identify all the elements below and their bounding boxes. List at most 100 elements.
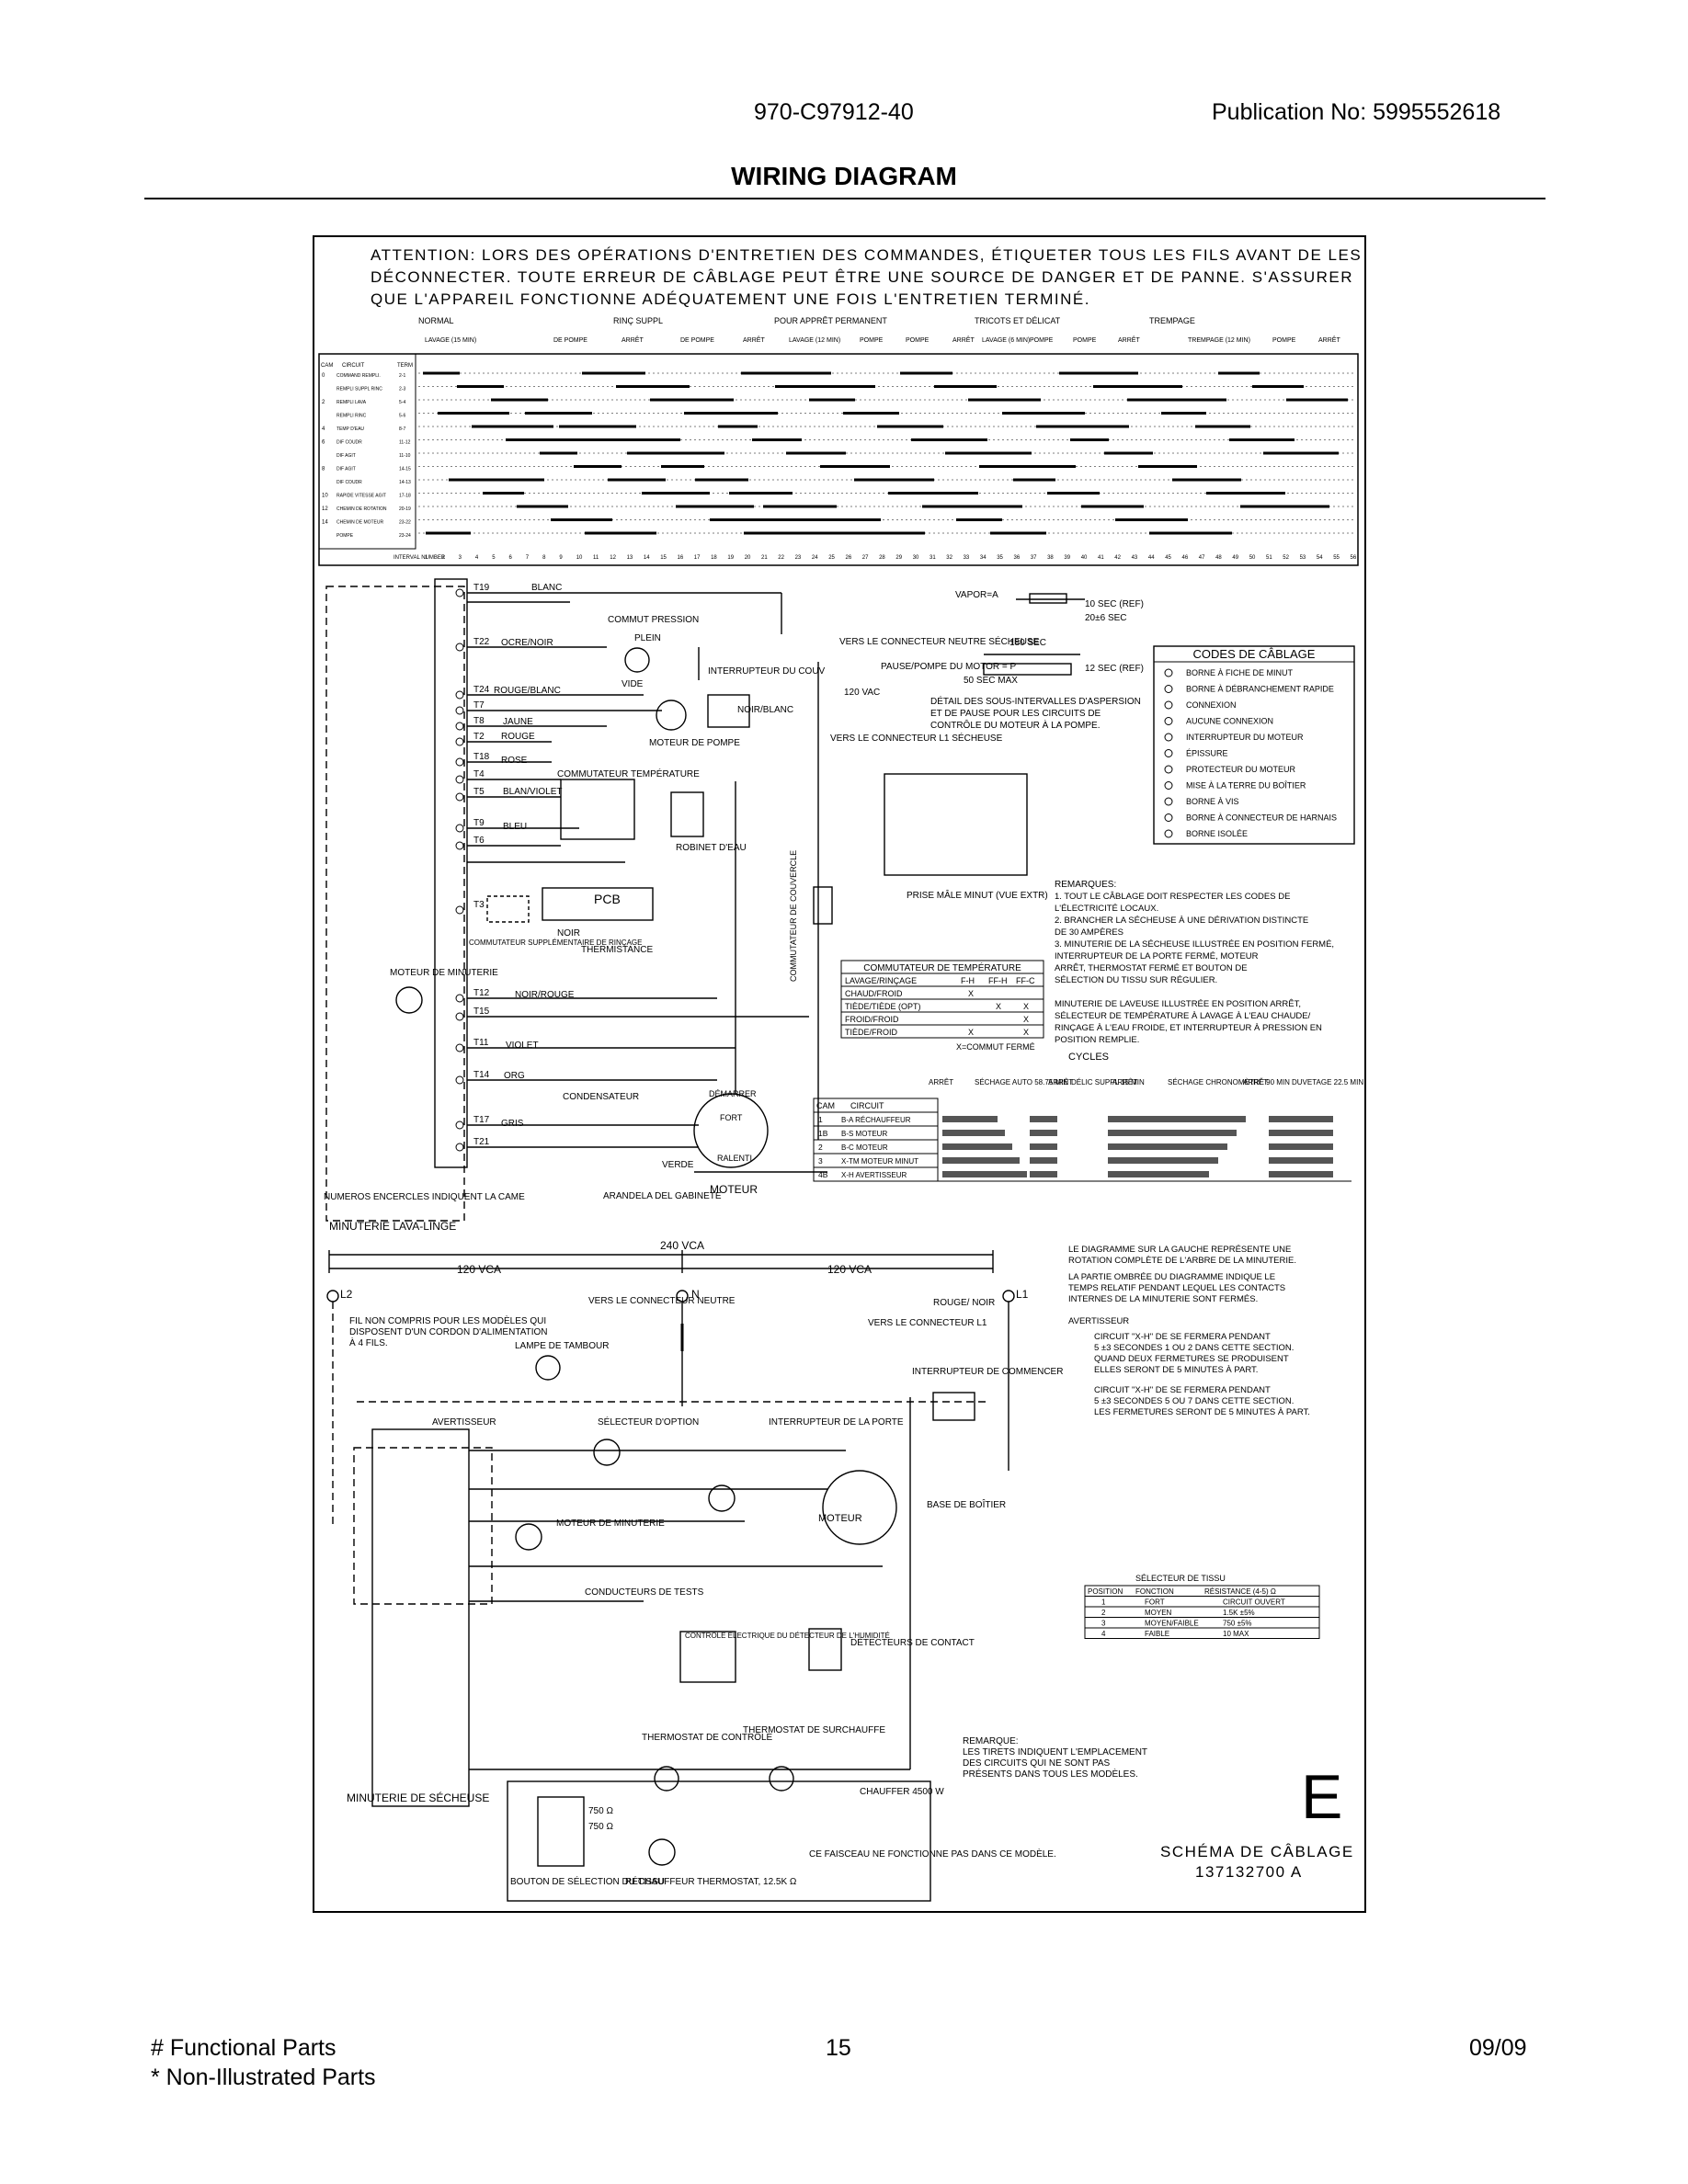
terminal-label: T6 [473,836,485,846]
terminal-icon [455,737,464,746]
dryer-label: 750 Ω [588,1822,613,1832]
cam-number: 6 [322,440,325,446]
dryer-label: N [691,1288,700,1301]
cam-term: 11-10 [399,453,411,459]
dryer-label: FIL NON COMPRIS POUR LES MODÈLES QUI [349,1314,546,1326]
cycle-step-label: POMPE [1073,337,1097,344]
cam-circuit: CHEMIN DE MOTEUR [336,520,384,526]
page-number: 15 [826,2035,851,2061]
interval-number: 27 [862,555,869,561]
washer-label: MOTEUR DE POMPE [649,738,740,748]
fabric-table-header: POSITION [1088,1587,1123,1596]
cam-term: 11-12 [399,440,411,446]
cycles-closed-segment [1108,1171,1209,1177]
terminal-icon [455,905,464,915]
interval-number: 16 [678,555,684,561]
dryer-label: THERMOSTAT DE CONTRÔLE [642,1731,773,1743]
publication-number: Publication No: 5995552618 [1212,99,1501,125]
washer-label: PLEIN [634,633,661,643]
washer-schematic [325,578,1085,1222]
cam-term: 20-19 [399,506,411,512]
dryer-label: 240 VCA [660,1239,704,1252]
interval-number: 51 [1266,555,1272,561]
cycles-closed-segment [1030,1116,1057,1122]
interval-number: 28 [879,555,885,561]
interval-number: 2 [441,555,445,561]
cam-circuit: COMMAND REMPLI. [336,373,381,379]
interval-number: 52 [1283,555,1289,561]
interval-number: 24 [812,555,818,561]
cycle-step-label: TREMPAGE (12 MIN) [1188,337,1250,344]
interval-number: 7 [526,555,530,561]
dryer-label: VERS LE CONNECTEUR L1 [868,1318,987,1328]
washer-label: DÉMARRER [709,1089,757,1098]
codes-title: CODES DE CÂBLAGE [1193,647,1316,661]
fabric-table-cell: MOYEN [1145,1609,1172,1617]
cycle-step-label: ARRÊT [952,336,975,344]
temp-table-header: FF-C [1016,976,1035,985]
diagram-frame [313,235,1366,1913]
interval-number: 42 [1114,555,1121,561]
fabric-table-cell: FORT [1145,1598,1165,1607]
washer-label: ARANDELA DEL GABINETE [603,1191,722,1201]
wire-color-label: NOIR/ROUGE [515,990,575,1000]
terminal-icon [455,757,464,767]
washer-labels: VERS LE CONNECTEUR NEUTRE SÉCHEUSE COMMU… [324,590,1144,1233]
interval-number: 29 [895,555,902,561]
cam-number: 2 [322,400,325,405]
washer-label: INTERRUPTEUR DU COUV [708,666,826,677]
temp-table-header: LAVAGE/RINÇAGE [845,976,917,985]
washer-label: PAUSE/POMPE DU MOTOR = P [881,662,1016,672]
cycles-closed-segment [1269,1157,1333,1164]
cam-number: 12 [322,506,328,512]
washer-label: 50 SEC MAX [964,676,1018,686]
terminal-label: T19 [473,583,490,593]
interval-number: 12 [610,555,616,561]
interval-label: INTERVAL NUMBER [393,555,446,561]
washer-label: CONDENSATEUR [563,1092,639,1102]
washer-label: VERS LE CONNECTEUR L1 SÉCHEUSE [830,732,1003,744]
code-symbol-icon [1164,765,1173,774]
code-item: AUCUNE CONNEXION [1186,717,1273,726]
code-symbol-icon [1164,781,1173,790]
dryer-label: 120 VCA [827,1263,872,1276]
footer-date: 09/09 [1469,2035,1527,2061]
wire-color-label: BLANC [531,583,562,593]
interval-number: 41 [1098,555,1104,561]
remarks-title: REMARQUES: [1055,880,1116,890]
circuit-header: CIRCUIT [342,363,365,369]
remark-line: SÉLECTEUR DE TEMPÉRATURE À LAVAGE À L'EA… [1055,1011,1311,1021]
terminal-icon [455,706,464,715]
cycle-column: SÉCHAGE AUTO 58.75 MIN [975,1078,1068,1086]
dryer-note-line: ELLES SERONT DE 5 MINUTES À PART. [1094,1365,1258,1375]
cycle-step-label: LAVAGE (12 MIN) [789,337,840,344]
dryer-label: DISPOSENT D'UN CORDON D'ALIMENTATION [349,1327,548,1337]
cycle-step-label: POMPE [906,337,930,344]
dryer-label: MINUTERIE DE SÉCHEUSE [347,1791,489,1804]
cycle-column: DÉLIC SUPPL 15 MIN [1071,1078,1145,1086]
dryer-note-line: QUAND DEUX FERMETURES SE PRODUISENT [1094,1354,1289,1364]
interval-number: 21 [761,555,768,561]
washer-label: THERMISTANCE [581,945,653,955]
remark-line: ARRÊT, THERMOSTAT FERMÉ ET BOUTON DE [1055,963,1248,973]
interval-number: 46 [1182,555,1189,561]
title-rule [144,198,1545,199]
cam-term: 8-7 [399,427,405,432]
dryer-label: MOTEUR DE MINUTERIE [556,1519,665,1529]
wire-color-label: JAUNE [503,717,533,727]
interval-number: 50 [1249,555,1256,561]
wire-color-label: GRIS [501,1119,524,1129]
interval-number: 49 [1232,555,1238,561]
dryer-note-line: TEMPS RELATIF PENDANT LEQUEL LES CONTACT… [1068,1283,1285,1293]
interval-number: 56 [1351,555,1357,561]
interval-number: 40 [1081,555,1088,561]
fabric-table-title: SÉLECTEUR DE TISSU [1135,1574,1226,1583]
cycles-circuit: B-C MOTEUR [841,1143,888,1152]
washer-label: COMMUT PRESSION [608,615,699,625]
cycle-column: ARRÊT [929,1078,953,1086]
cam-number: 8 [322,467,325,472]
cycle-column: SÉCHAGE CHRONOMÈTRÉ 90 MIN [1168,1078,1290,1086]
fabric-table-cell: 1.5K ±5% [1223,1609,1255,1617]
interval-number: 31 [930,555,936,561]
